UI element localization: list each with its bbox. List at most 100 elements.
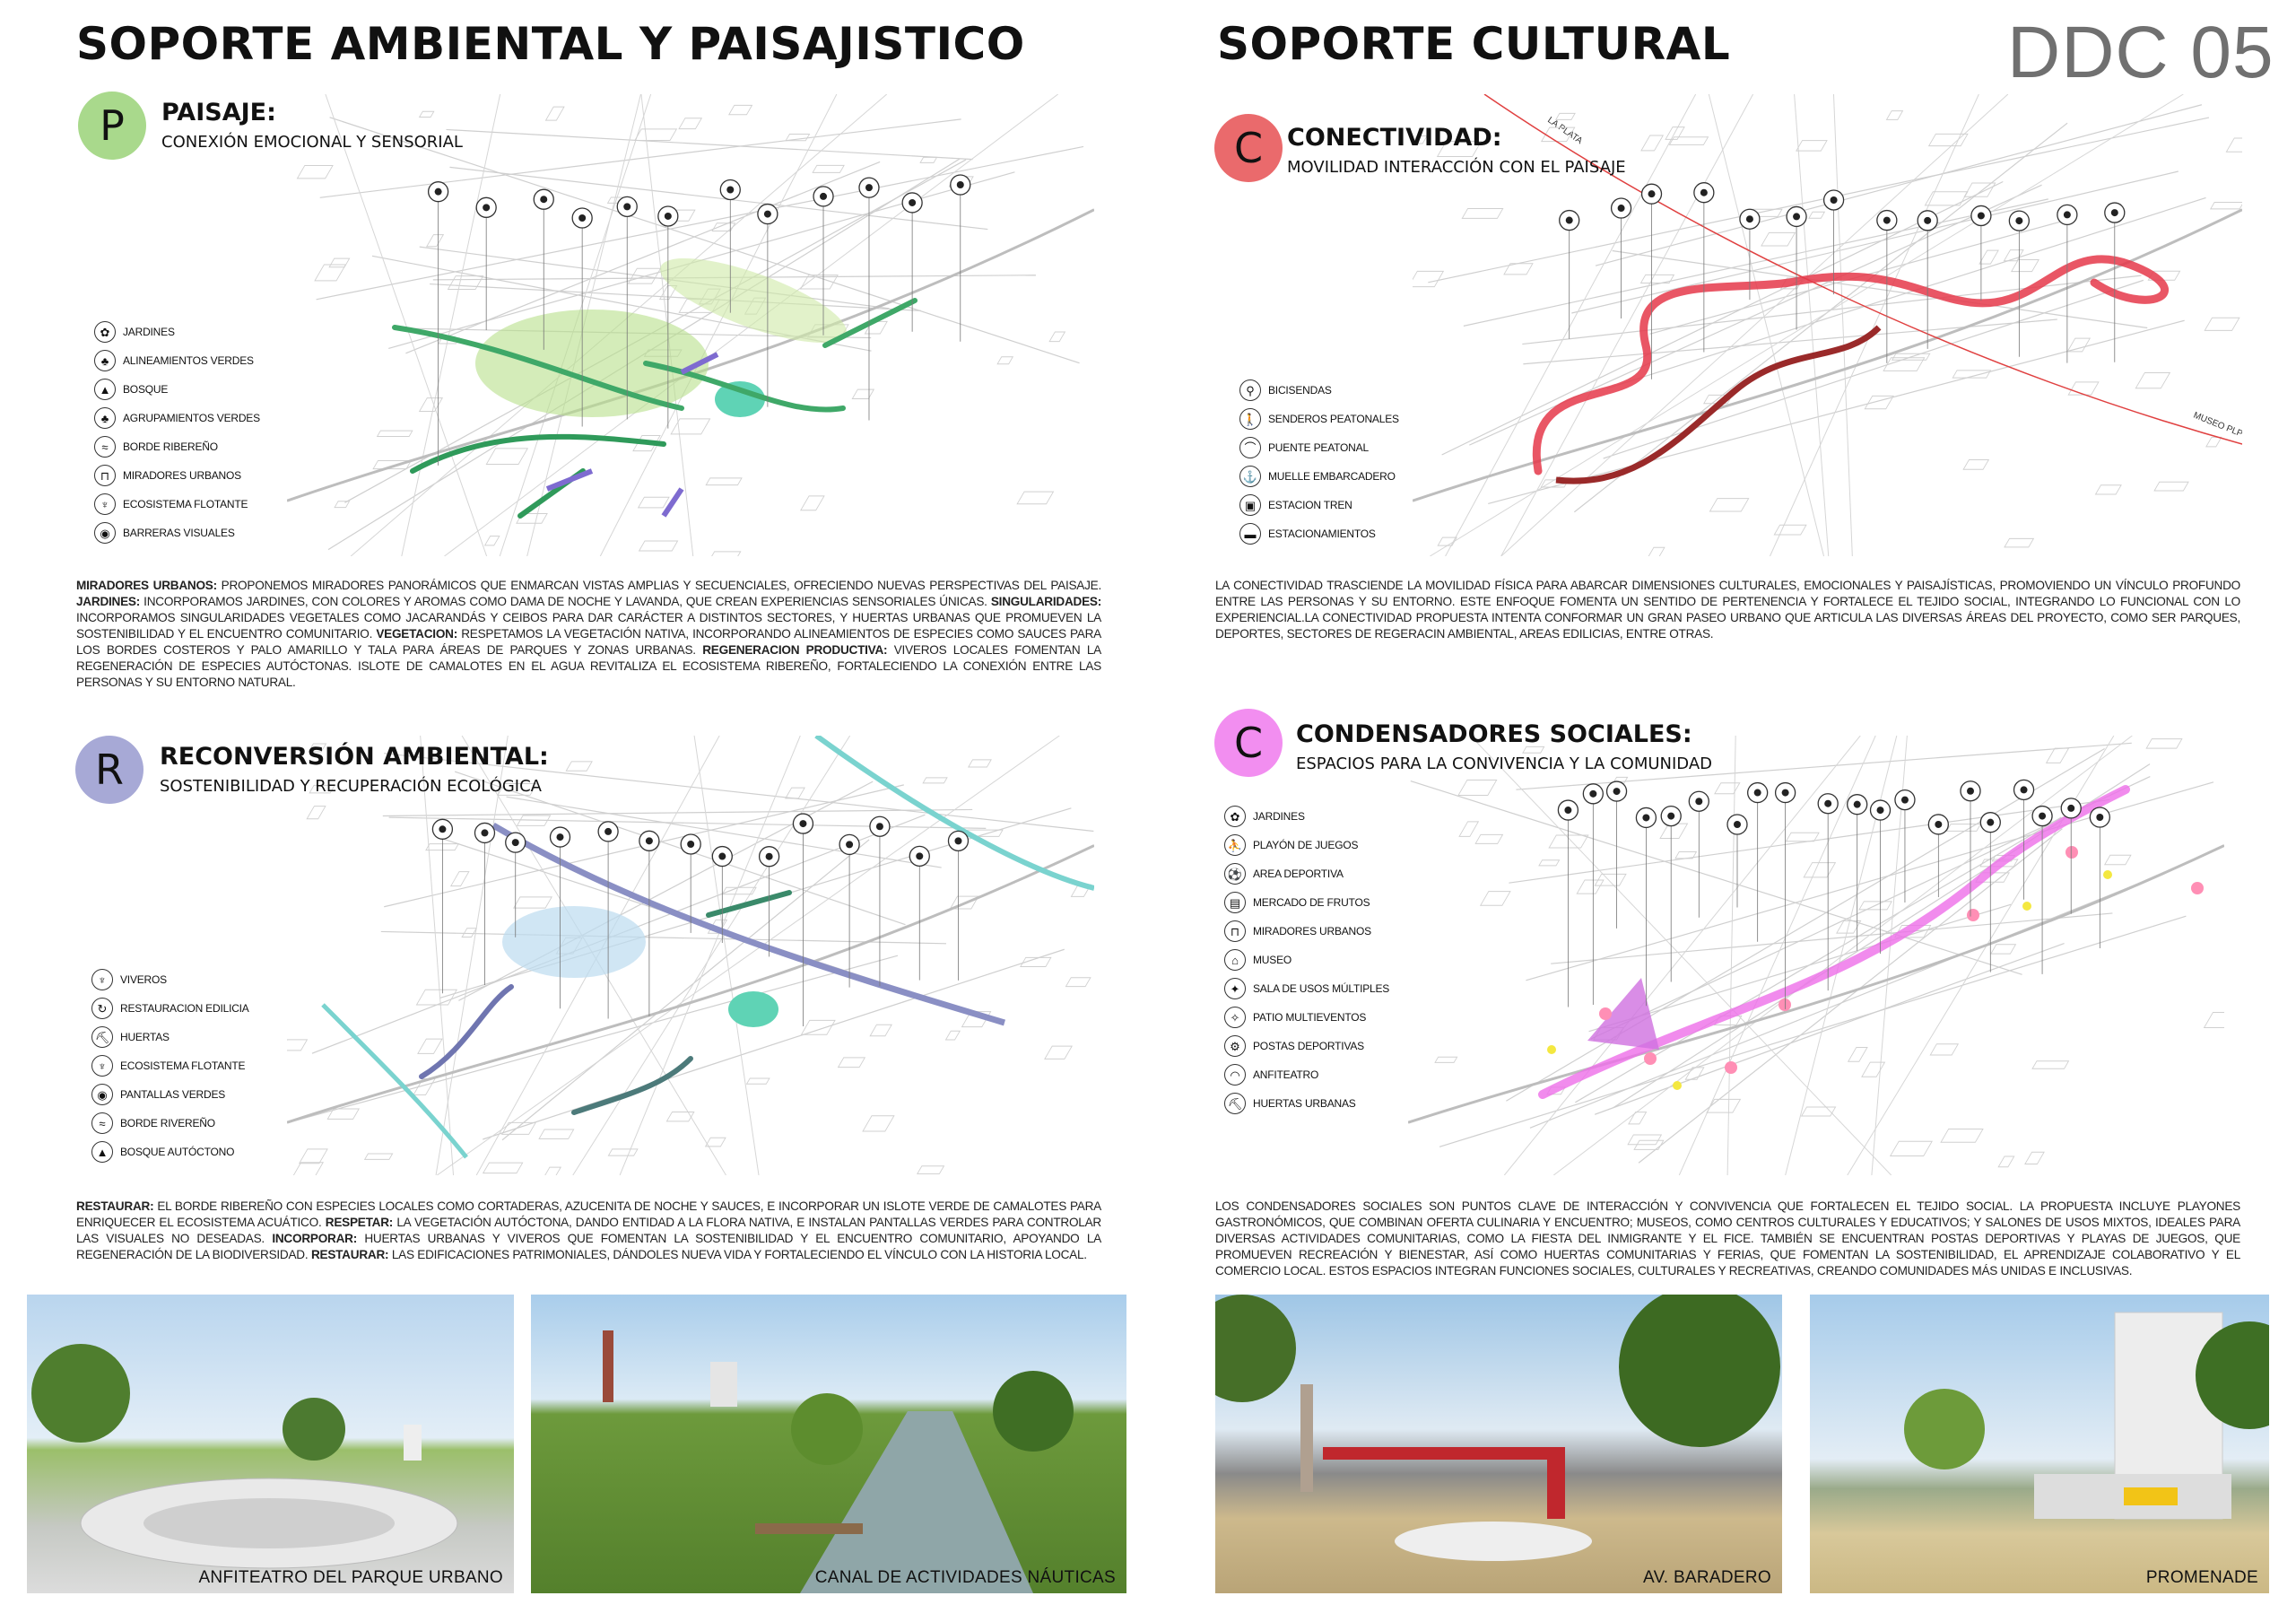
tree-alignment <box>410 433 666 474</box>
street-line <box>316 145 1084 301</box>
condensadores-subtitle: ESPACIOS PARA LA CONVIVENCIA Y LA COMUNI… <box>1296 754 1713 773</box>
marker-glyph <box>540 196 548 204</box>
photo-av-baradero: AV. BARADERO <box>1215 1295 1782 1593</box>
eye-screen-icon: ◉ <box>91 1084 113 1105</box>
building-outline <box>2010 259 2039 273</box>
building-outline <box>1891 353 1931 361</box>
building-outline <box>1503 263 1534 275</box>
building-outline <box>500 1121 537 1135</box>
building-outline <box>1628 1112 1648 1125</box>
playground-icon: ⛹ <box>1224 834 1246 856</box>
building-outline <box>2205 436 2222 448</box>
marker-glyph <box>2063 211 2071 219</box>
building-outline <box>1665 126 1685 140</box>
marker-glyph <box>1793 213 1801 221</box>
building-outline <box>2225 137 2242 153</box>
building-outline <box>1413 135 1428 144</box>
marker-glyph <box>1935 820 1943 828</box>
keyword: INCORPORAR: <box>272 1232 357 1245</box>
street-line <box>1606 196 2206 389</box>
marker-glyph <box>765 852 773 860</box>
building-outline <box>376 430 413 438</box>
marker-glyph <box>483 204 491 212</box>
building-outline <box>1761 231 1796 247</box>
building-outline <box>869 1024 892 1037</box>
building-outline <box>728 104 753 116</box>
marker-glyph <box>820 192 828 200</box>
flower-icon: ✿ <box>94 321 116 343</box>
legend-item: ◠ANFITEATRO <box>1224 1064 1389 1086</box>
building-outline <box>1861 1061 1886 1077</box>
viewpoint-stroke <box>661 487 684 518</box>
museum-icon: ⌂ <box>1224 949 1246 971</box>
marker-glyph <box>909 198 917 206</box>
legend-item: ♆ECOSISTEMA FLOTANTE <box>94 493 260 515</box>
building-outline <box>785 787 805 799</box>
tree-alignment <box>643 361 846 413</box>
street-line <box>382 808 973 817</box>
building-outline <box>665 1111 695 1122</box>
building-outline <box>1474 833 1504 844</box>
marker-glyph <box>875 823 883 831</box>
legend-label: JARDINES <box>123 326 175 338</box>
building-outline <box>2135 372 2171 389</box>
building-outline <box>1785 832 1820 842</box>
condensadores-axonometric-map <box>1408 736 2224 1175</box>
legend-label: MUELLE EMBARCADERO <box>1268 470 1396 483</box>
reconversion-legend: ♆VIVEROS↻RESTAURACION EDILICIA⛏HUERTAS♆E… <box>91 969 249 1163</box>
building-outline <box>1945 824 1982 832</box>
text-segment: RESPETAMOS LA VEGETACIÓN NATIVA, INCORPO… <box>76 627 1101 657</box>
street-line <box>435 736 509 1175</box>
nursery-icon: ♆ <box>91 969 113 990</box>
building-outline <box>1706 1098 1742 1113</box>
building-outline <box>1990 944 2017 955</box>
legend-label: ESTACIONAMIENTOS <box>1268 528 1376 540</box>
building-outline <box>1639 274 1675 283</box>
legend-label: PANTALLAS VERDES <box>120 1088 226 1101</box>
market-icon: ▤ <box>1224 892 1246 913</box>
sports-icon: ⚽ <box>1224 863 1246 885</box>
marker-glyph <box>1830 196 1838 204</box>
street-line <box>325 94 488 556</box>
footbridge-icon: ⌒ <box>1239 437 1261 458</box>
plaza-area <box>1587 978 1659 1050</box>
keyword: SINGULARIDADES: <box>990 595 1101 608</box>
street-line <box>619 736 801 1175</box>
building-outline <box>996 356 1014 365</box>
condensadores-title: CONDENSADORES SOCIALES: <box>1296 720 1692 748</box>
building-outline <box>1962 458 1990 470</box>
legend-item: ⛏HUERTAS URBANAS <box>1224 1093 1389 1114</box>
tree-group-icon: ♣ <box>94 407 116 429</box>
building-outline <box>2145 738 2183 749</box>
activity-point <box>2066 846 2078 859</box>
marker-glyph <box>1745 215 1753 223</box>
marker-glyph <box>2039 812 2047 820</box>
street-line <box>329 117 1080 364</box>
legend-item: ↻RESTAURACION EDILICIA <box>91 998 249 1019</box>
building-outline <box>1979 249 1999 265</box>
street-line <box>1678 736 1876 1175</box>
building-outline <box>1522 746 1545 754</box>
riverbank-planting <box>814 736 1094 891</box>
building-outline <box>328 257 351 268</box>
legend-label: ECOSISTEMA FLOTANTE <box>120 1060 246 1072</box>
street-line <box>293 955 899 1121</box>
street-line <box>1441 180 2004 456</box>
street-line <box>1488 319 2185 504</box>
marker-glyph <box>623 203 631 211</box>
street-line <box>1445 94 1697 556</box>
building-outline <box>565 761 593 772</box>
reconversion-badge: R <box>75 736 144 804</box>
river-edge <box>491 822 1006 1026</box>
marker-glyph <box>687 840 695 848</box>
building-outline <box>721 886 757 895</box>
legend-label: JARDINES <box>1253 810 1305 823</box>
promenade-path <box>1532 255 2169 475</box>
street-line <box>380 930 946 945</box>
viewpoint-icon: ⊓ <box>94 465 116 486</box>
building-outline <box>482 1162 524 1174</box>
marker-glyph <box>916 852 924 860</box>
building-outline <box>1594 873 1627 886</box>
activity-point <box>2103 870 2112 879</box>
riverbank-planting <box>321 1003 468 1159</box>
